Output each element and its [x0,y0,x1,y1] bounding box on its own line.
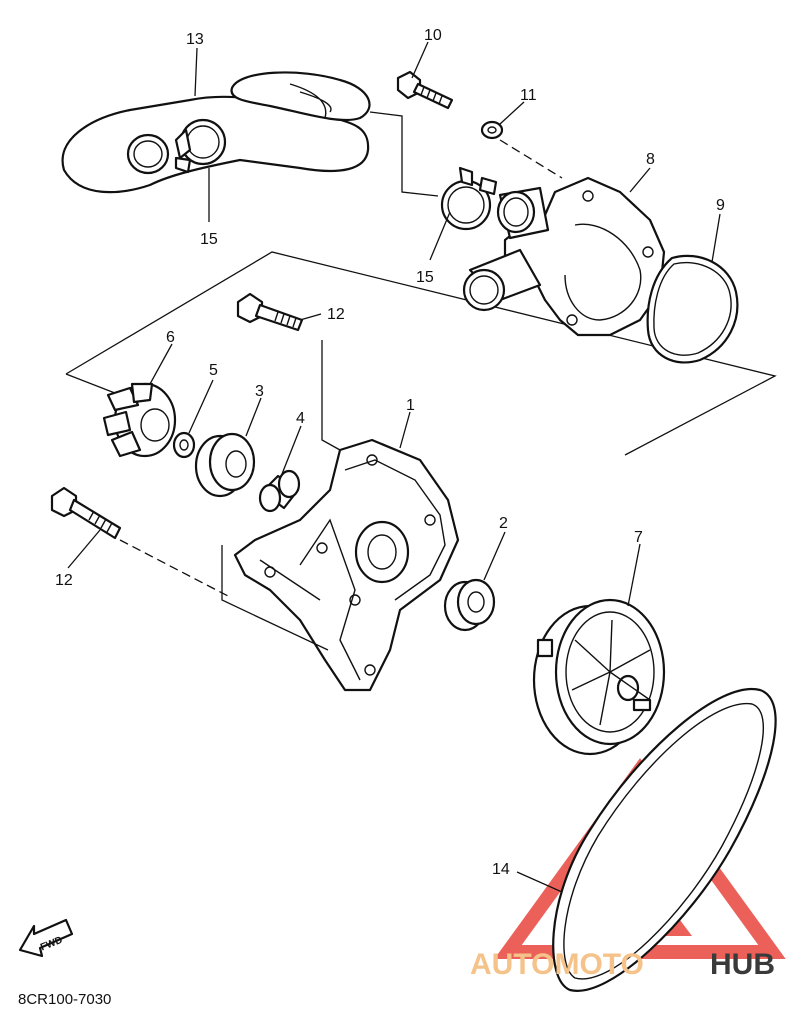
callout-11: 11 [520,87,537,104]
callout-15-upper: 15 [200,231,218,248]
callout-9: 9 [716,197,725,214]
callout-4: 4 [296,410,305,427]
callout-3: 3 [255,383,264,400]
v-belt-13 [552,687,777,992]
watermark-text-b: HUB [710,948,775,981]
callout-12-upper: 12 [327,306,345,323]
callout-6: 6 [166,329,175,346]
bolt-12-lower [50,486,122,540]
bolt-12-upper [236,292,304,332]
water-pump-housing-1 [233,438,460,692]
bolt-10 [396,70,454,110]
callout-5: 5 [209,362,218,379]
pump-cover [462,176,666,337]
callout-10: 10 [424,27,442,44]
hose-clamp-upper [174,118,227,174]
bearing-2 [443,578,496,632]
diagram-code: 8CR100-7030 [18,991,111,1008]
watermark-text: AUTOMOTO HUB [470,948,775,981]
gasket-9 [646,254,739,364]
callout-7: 7 [634,529,643,546]
leader-lines [67,41,721,893]
watermark-text-a: AUTOMOTO [470,948,644,981]
callout-13: 14 [492,861,510,878]
callout-labels: 13 15 10 11 8 9 15 12 6 5 3 4 1 2 7 12 1… [55,27,725,878]
assembly-frame [65,251,777,456]
mechanical-seal-3 [194,432,256,498]
callout-15-lower: 15 [416,269,434,286]
hose-clamp-lower [440,166,498,231]
callout-12-lower: 12 [55,572,73,589]
callout-8: 8 [646,151,655,168]
callout-1: 1 [406,397,415,414]
washer-11 [480,120,504,140]
callout-2: 2 [499,515,508,532]
washer-5 [172,431,196,459]
impeller-6 [102,382,177,458]
pulley-7 [532,598,666,756]
collar-4 [258,469,301,513]
callout-14: 13 [186,31,204,48]
forward-arrow-icon: FWD [18,918,74,958]
